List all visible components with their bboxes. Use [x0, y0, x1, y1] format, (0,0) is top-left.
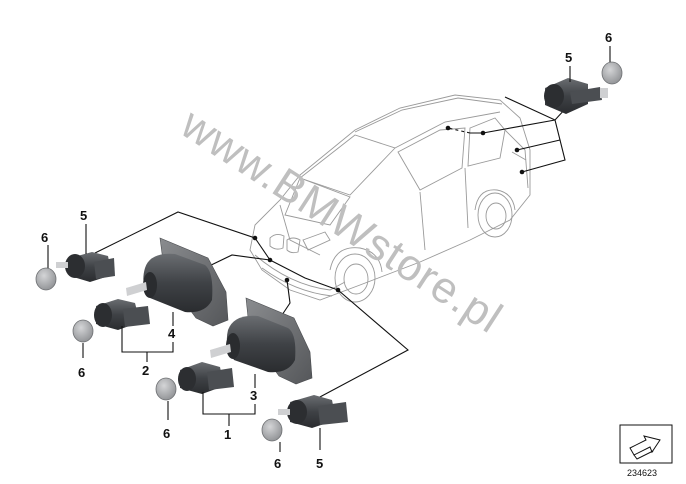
label-6-left-lower: 6: [78, 365, 85, 380]
junction-dots: [252, 125, 525, 293]
cap-top-right: [601, 61, 623, 85]
label-4: 4: [168, 326, 176, 341]
sensor-left-upper: [56, 252, 115, 282]
direction-arrow-icon: [619, 424, 673, 464]
vehicle-outline: [249, 94, 531, 303]
label-5-left: 5: [80, 208, 87, 223]
diagram-number: 234623: [627, 468, 657, 478]
label-5-bottom: 5: [316, 456, 323, 471]
label-3: 3: [250, 388, 257, 403]
label-6-top: 6: [605, 30, 612, 45]
cap-mid: [155, 377, 177, 401]
cap-left-mid: [72, 319, 94, 343]
label-6-mid: 6: [163, 426, 170, 441]
sensor-item-1: [178, 362, 234, 394]
bracket-4: [126, 237, 229, 327]
label-6-bottom: 6: [274, 456, 281, 471]
sensor-top-right: [544, 78, 608, 114]
part-labels: 5 6 5 6 4 2 6 3 1 6 6 5: [41, 30, 612, 471]
label-leaders: [47, 46, 611, 452]
sensor-bottom-right: [278, 395, 348, 428]
cap-bottom: [261, 418, 283, 442]
label-6-left-upper: 6: [41, 230, 48, 245]
sensor-left-mid: [94, 299, 150, 330]
cap-left-upper: [35, 267, 57, 291]
label-2: 2: [142, 363, 149, 378]
label-1: 1: [224, 427, 231, 442]
label-5-top: 5: [565, 50, 572, 65]
bracket-3: [210, 297, 313, 385]
